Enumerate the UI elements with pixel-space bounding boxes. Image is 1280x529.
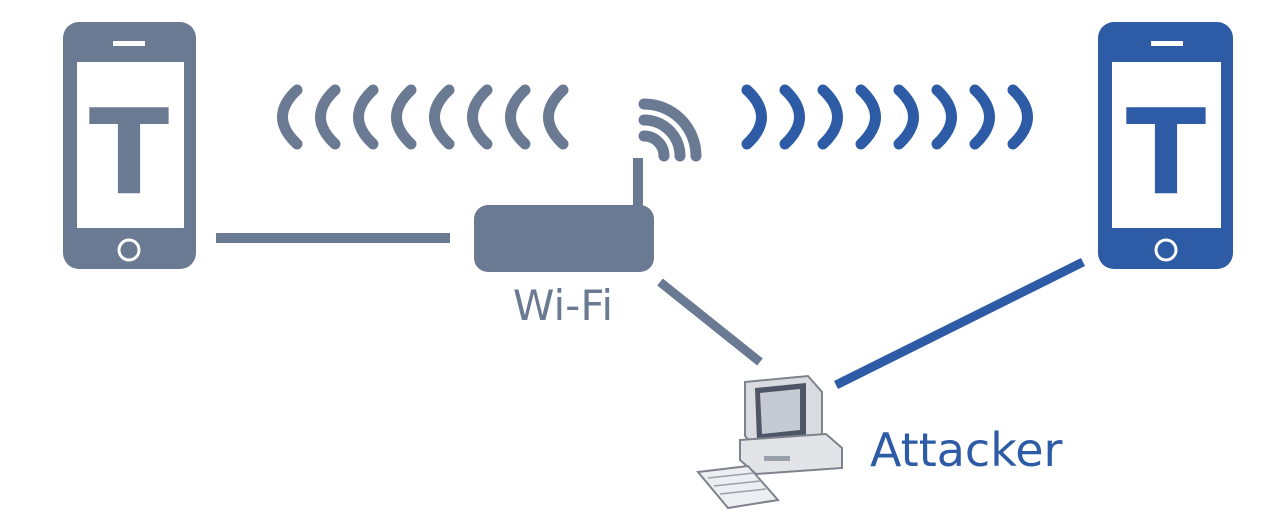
wifi-signal-icon xyxy=(638,98,702,162)
router-icon xyxy=(474,158,654,272)
right-phone-letter: T xyxy=(1126,83,1207,221)
right-signal-waves xyxy=(741,84,1033,150)
router-label: Wi-Fi xyxy=(513,281,613,330)
left-signal-waves xyxy=(277,84,569,150)
router-attacker-link xyxy=(657,278,763,366)
left-phone-letter: T xyxy=(89,83,170,221)
right-phone-icon xyxy=(1098,22,1233,269)
attacker-label: Attacker xyxy=(870,423,1063,477)
attacker-right-phone-link xyxy=(833,257,1086,390)
left-phone-icon xyxy=(63,22,196,269)
attacker-computer-icon xyxy=(696,374,843,510)
